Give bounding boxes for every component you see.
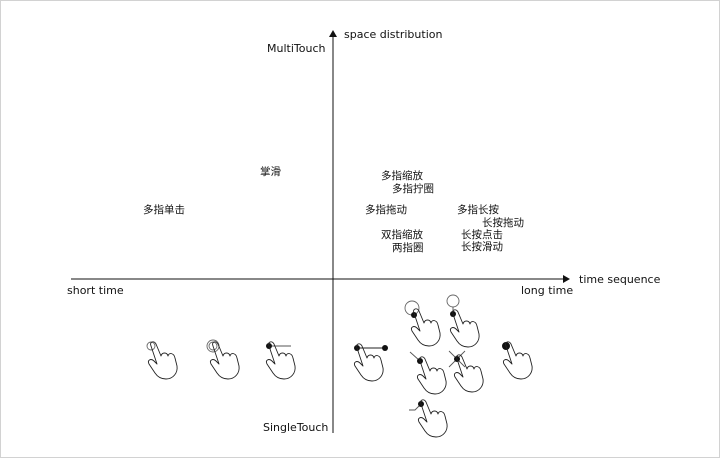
gesture-multi-tap: 多指单击 xyxy=(143,203,185,216)
gesture-two-pinch: 双指缩放 xyxy=(381,228,423,241)
tap-icon xyxy=(146,341,178,380)
gesture-multi-rotate: 多指拧圈 xyxy=(392,182,434,195)
long-time-label: long time xyxy=(521,284,573,297)
long-press-icon xyxy=(502,341,533,380)
swipe-icon xyxy=(266,341,296,380)
gesture-long-press-tap: 长按点击 xyxy=(461,228,503,241)
singletouch-label: SingleTouch xyxy=(263,421,328,434)
gesture-long-press-slide: 长按滑动 xyxy=(461,240,503,253)
double-tap-icon xyxy=(206,339,240,380)
gesture-multi-long-press: 多指长按 xyxy=(457,203,499,216)
rotate-icon xyxy=(446,294,480,348)
drag-icon xyxy=(354,343,388,382)
cross-press-icon xyxy=(448,350,484,393)
gesture-multi-pinch: 多指缩放 xyxy=(381,169,423,182)
gesture-two-circle: 两指圈 xyxy=(392,241,424,254)
gesture-long-press-drag: 长按拖动 xyxy=(482,216,524,229)
circle-rotate-icon xyxy=(404,300,441,347)
y-axis-label: space distribution xyxy=(344,28,442,41)
check-flick-icon xyxy=(409,399,448,438)
short-time-label: short time xyxy=(67,284,124,297)
gesture-multi-drag: 多指拖动 xyxy=(365,203,407,216)
flick-icon xyxy=(409,351,447,395)
gesture-palm-slide: 掌滑 xyxy=(260,165,281,178)
x-axis-label: time sequence xyxy=(579,273,661,286)
multitouch-label: MultiTouch xyxy=(267,42,325,55)
